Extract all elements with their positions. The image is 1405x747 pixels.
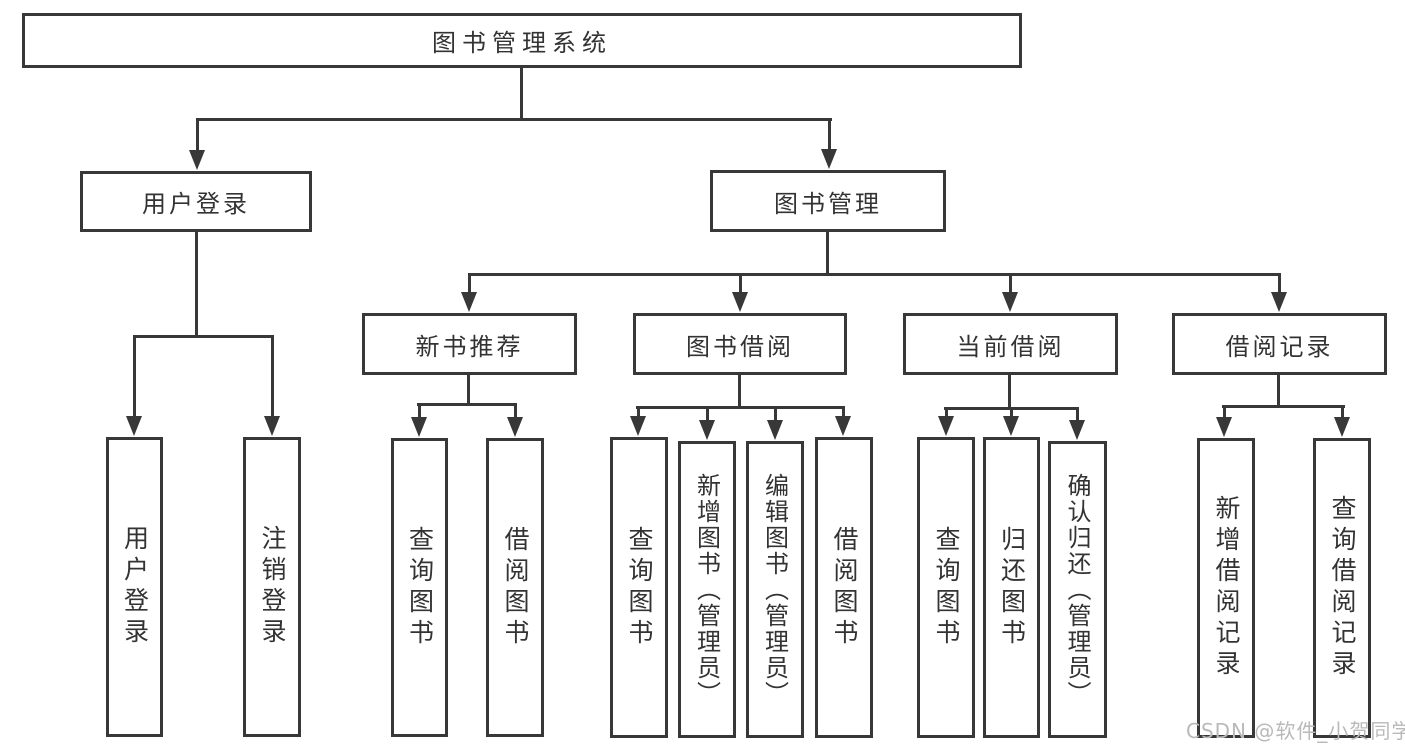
leaf-borrow-book: 借阅图书: [815, 437, 873, 738]
connector-line: [738, 373, 741, 409]
leaf-query-book-current: 查询图书: [917, 437, 975, 738]
csdn-watermark: CSDN @软件_小贺同学: [1186, 719, 1405, 743]
arrow-stem: [637, 406, 640, 420]
arrowhead-down-icon: [767, 420, 783, 440]
arrow-stem: [945, 407, 948, 420]
arrowhead-down-icon: [1003, 416, 1019, 436]
connector-line: [417, 403, 517, 406]
node-current-borrow: 当前借阅: [903, 313, 1118, 375]
arrow-stem: [1223, 405, 1226, 421]
arrowhead-down-icon: [461, 292, 477, 312]
connector-line: [1277, 373, 1280, 408]
arrowhead-down-icon: [938, 416, 954, 436]
arrowhead-down-icon: [264, 416, 280, 436]
connector-line: [467, 373, 470, 406]
leaf-add-book-admin: 新增图书（管理员）: [678, 441, 736, 738]
connector-line: [636, 406, 845, 409]
arrow-stem: [418, 403, 421, 421]
arrowhead-down-icon: [1002, 292, 1018, 312]
leaf-query-book-recommend: 查询图书: [391, 438, 448, 737]
leaf-return-book: 归还图书: [983, 437, 1040, 738]
node-book-borrow: 图书借阅: [633, 313, 847, 375]
node-user-login: 用户登录: [80, 171, 312, 232]
arrowhead-down-icon: [1216, 417, 1232, 437]
node-root: 图书管理系统: [22, 13, 1022, 68]
arrow-stem: [706, 406, 709, 424]
arrowhead-down-icon: [507, 417, 523, 437]
leaf-add-borrow-record: 新增借阅记录: [1197, 438, 1255, 738]
arrowhead-down-icon: [1069, 420, 1085, 440]
connector-line: [826, 230, 829, 276]
connector-line: [1008, 373, 1011, 410]
connector-line: [468, 273, 1281, 276]
connector-line: [520, 66, 523, 121]
leaf-query-borrow-record: 查询借阅记录: [1313, 438, 1371, 738]
arrowhead-down-icon: [835, 416, 851, 436]
arrow-stem: [1076, 407, 1079, 424]
connector-line: [195, 230, 198, 338]
leaf-borrow-book-recommend: 借阅图书: [486, 438, 544, 737]
arrowhead-down-icon: [630, 416, 646, 436]
arrowhead-down-icon: [1334, 417, 1350, 437]
arrow-stem: [468, 273, 471, 296]
node-new-book-recommend: 新书推荐: [362, 313, 577, 375]
arrowhead-down-icon: [126, 416, 142, 436]
arrow-stem: [1009, 273, 1012, 296]
leaf-confirm-return-admin: 确认归还（管理员）: [1048, 441, 1107, 738]
connector-line: [1222, 405, 1345, 408]
arrow-stem: [271, 335, 274, 420]
arrowhead-down-icon: [411, 417, 427, 437]
arrow-stem: [514, 403, 517, 421]
arrow-stem: [1010, 407, 1013, 420]
connector-line: [196, 118, 832, 121]
arrow-stem: [1278, 273, 1281, 296]
arrowhead-down-icon: [732, 292, 748, 312]
arrowhead-down-icon: [699, 420, 715, 440]
leaf-edit-book-admin: 编辑图书（管理员）: [746, 441, 804, 738]
arrow-stem: [196, 118, 199, 154]
leaf-user-login: 用户登录: [106, 437, 163, 737]
arrowhead-down-icon: [1271, 292, 1287, 312]
node-book-management: 图书管理: [710, 170, 946, 232]
arrowhead-down-icon: [821, 149, 837, 169]
arrow-stem: [1341, 405, 1344, 421]
arrow-stem: [774, 406, 777, 424]
leaf-query-book-borrow: 查询图书: [610, 437, 668, 738]
arrow-stem: [739, 273, 742, 296]
leaf-logout: 注销登录: [243, 437, 301, 737]
node-borrow-records: 借阅记录: [1172, 313, 1387, 375]
arrowhead-down-icon: [189, 150, 205, 170]
arrow-stem: [133, 335, 136, 420]
arrow-stem: [828, 118, 831, 153]
arrow-stem: [842, 406, 845, 420]
connector-line: [133, 335, 274, 338]
